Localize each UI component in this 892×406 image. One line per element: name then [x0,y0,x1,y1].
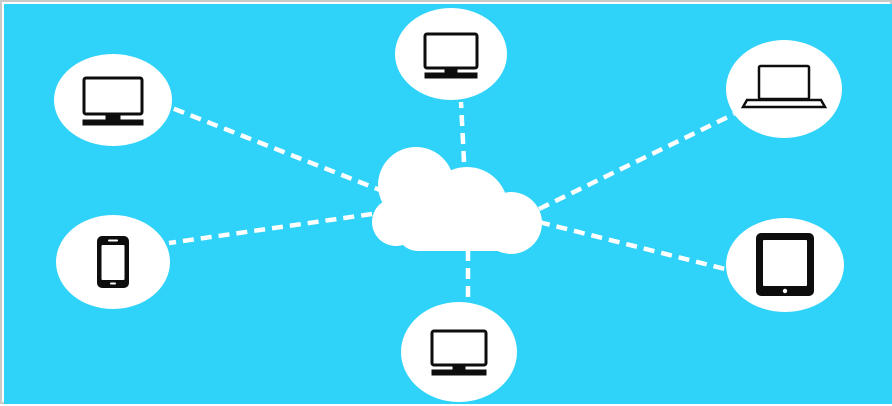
connector-smartphone-middle-left [168,211,373,246]
cloud-icon [372,147,542,254]
laptop-icon [740,64,828,109]
node-tablet-middle-right [726,218,844,312]
node-smartphone-middle-left [56,215,170,309]
connector-desktop-top-center [458,101,467,163]
node-circle [726,40,842,138]
node-circle [54,54,172,146]
node-desktop-bottom-center [401,302,517,402]
node-laptop-top-right [726,40,842,138]
node-desktop-top-left [54,54,172,146]
connector-tablet-middle-right [538,219,730,273]
smartphone-icon [97,236,129,288]
device-nodes [54,8,844,402]
connector-lines [168,101,735,304]
tablet-icon [756,233,814,296]
node-circle [401,302,517,402]
node-desktop-top-center [395,8,507,100]
connector-laptop-top-right [538,111,735,212]
connector-desktop-top-left [171,105,386,195]
desktop-monitor-icon [430,329,488,376]
node-circle [395,8,507,100]
desktop-monitor-icon [423,32,479,79]
desktop-monitor-icon [82,76,144,126]
